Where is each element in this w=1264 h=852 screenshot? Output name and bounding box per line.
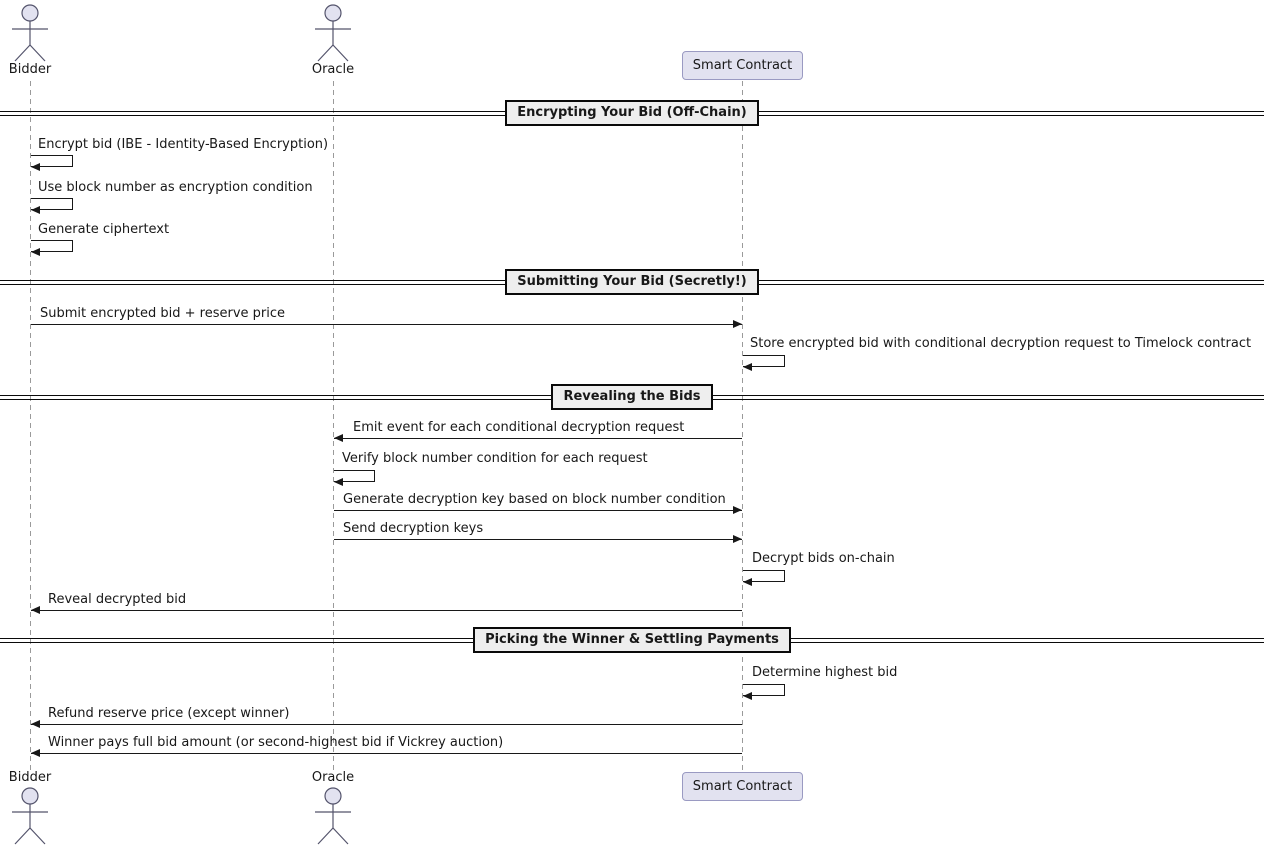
message-self-arrow bbox=[31, 198, 73, 214]
message-arrow bbox=[334, 535, 742, 543]
actor-icon bbox=[12, 787, 48, 845]
section-label: Encrypting Your Bid (Off-Chain) bbox=[517, 105, 747, 120]
actor-icon bbox=[315, 4, 351, 62]
message-label: Generate decryption key based on block n… bbox=[343, 492, 726, 507]
message-label: Refund reserve price (except winner) bbox=[48, 706, 290, 721]
message-label: Encrypt bid (IBE - Identity-Based Encryp… bbox=[38, 137, 329, 152]
message-arrow bbox=[334, 434, 742, 442]
lifeline-smart-contract bbox=[742, 81, 743, 772]
message-self-arrow bbox=[743, 570, 785, 586]
arrow-left-icon bbox=[31, 206, 40, 214]
message-self-arrow bbox=[743, 684, 785, 700]
lifeline-bidder bbox=[30, 81, 31, 771]
arrow-right-icon bbox=[733, 506, 742, 514]
arrow-left-icon bbox=[334, 434, 343, 442]
message-label: Determine highest bid bbox=[752, 665, 898, 680]
message-arrow bbox=[31, 749, 742, 757]
actor-label-bidder: Bidder bbox=[8, 770, 52, 785]
actor-label-oracle: Oracle bbox=[311, 62, 355, 77]
message-arrow bbox=[31, 320, 742, 328]
message-label: Emit event for each conditional decrypti… bbox=[353, 420, 685, 435]
message-label: Use block number as encryption condition bbox=[38, 180, 313, 195]
arrow-left-icon bbox=[31, 606, 40, 614]
arrow-left-icon bbox=[743, 363, 752, 371]
actor-oracle-top: Oracle bbox=[288, 4, 378, 78]
actor-icon bbox=[12, 4, 48, 62]
actor-oracle-bottom: Oracle bbox=[288, 770, 378, 848]
arrow-right-icon bbox=[733, 320, 742, 328]
message-arrow bbox=[31, 720, 742, 728]
section-label: Picking the Winner & Settling Payments bbox=[485, 632, 779, 647]
section-divider-revealing: Revealing the Bids bbox=[551, 384, 713, 410]
arrow-left-icon bbox=[31, 248, 40, 256]
message-self-arrow bbox=[334, 470, 375, 486]
message-label: Verify block number condition for each r… bbox=[342, 451, 648, 466]
message-label: Send decryption keys bbox=[343, 521, 484, 536]
arrow-right-icon bbox=[733, 535, 742, 543]
arrow-left-icon bbox=[334, 478, 343, 486]
actor-bidder-top: Bidder bbox=[0, 4, 75, 78]
message-label: Submit encrypted bid + reserve price bbox=[40, 306, 286, 321]
section-divider-winner: Picking the Winner & Settling Payments bbox=[473, 627, 791, 653]
actor-label-oracle: Oracle bbox=[311, 770, 355, 785]
message-label: Decrypt bids on-chain bbox=[752, 551, 895, 566]
arrow-left-icon bbox=[743, 578, 752, 586]
section-label: Submitting Your Bid (Secretly!) bbox=[517, 274, 747, 289]
message-label: Winner pays full bid amount (or second-h… bbox=[48, 735, 504, 750]
section-divider-encrypting: Encrypting Your Bid (Off-Chain) bbox=[505, 100, 759, 126]
message-self-arrow bbox=[743, 355, 785, 371]
actor-label-bidder: Bidder bbox=[8, 62, 52, 77]
message-arrow bbox=[31, 606, 742, 614]
message-label: Generate ciphertext bbox=[38, 222, 170, 237]
message-self-arrow bbox=[31, 155, 73, 171]
participant-smart-contract-top: Smart Contract bbox=[682, 51, 803, 80]
actor-bidder-bottom: Bidder bbox=[0, 770, 75, 848]
actor-icon bbox=[315, 787, 351, 845]
section-label: Revealing the Bids bbox=[563, 389, 701, 404]
participant-smart-contract-bottom: Smart Contract bbox=[682, 772, 803, 801]
arrow-left-icon bbox=[31, 163, 40, 171]
lifeline-oracle bbox=[333, 81, 334, 771]
arrow-left-icon bbox=[31, 720, 40, 728]
arrow-left-icon bbox=[743, 692, 752, 700]
participant-label: Smart Contract bbox=[692, 58, 793, 73]
message-arrow bbox=[334, 506, 742, 514]
message-label: Reveal decrypted bid bbox=[48, 592, 187, 607]
message-self-arrow bbox=[31, 240, 73, 256]
message-label: Store encrypted bid with conditional dec… bbox=[750, 336, 1252, 351]
section-divider-submitting: Submitting Your Bid (Secretly!) bbox=[505, 269, 759, 295]
participant-label: Smart Contract bbox=[692, 779, 793, 794]
arrow-left-icon bbox=[31, 749, 40, 757]
